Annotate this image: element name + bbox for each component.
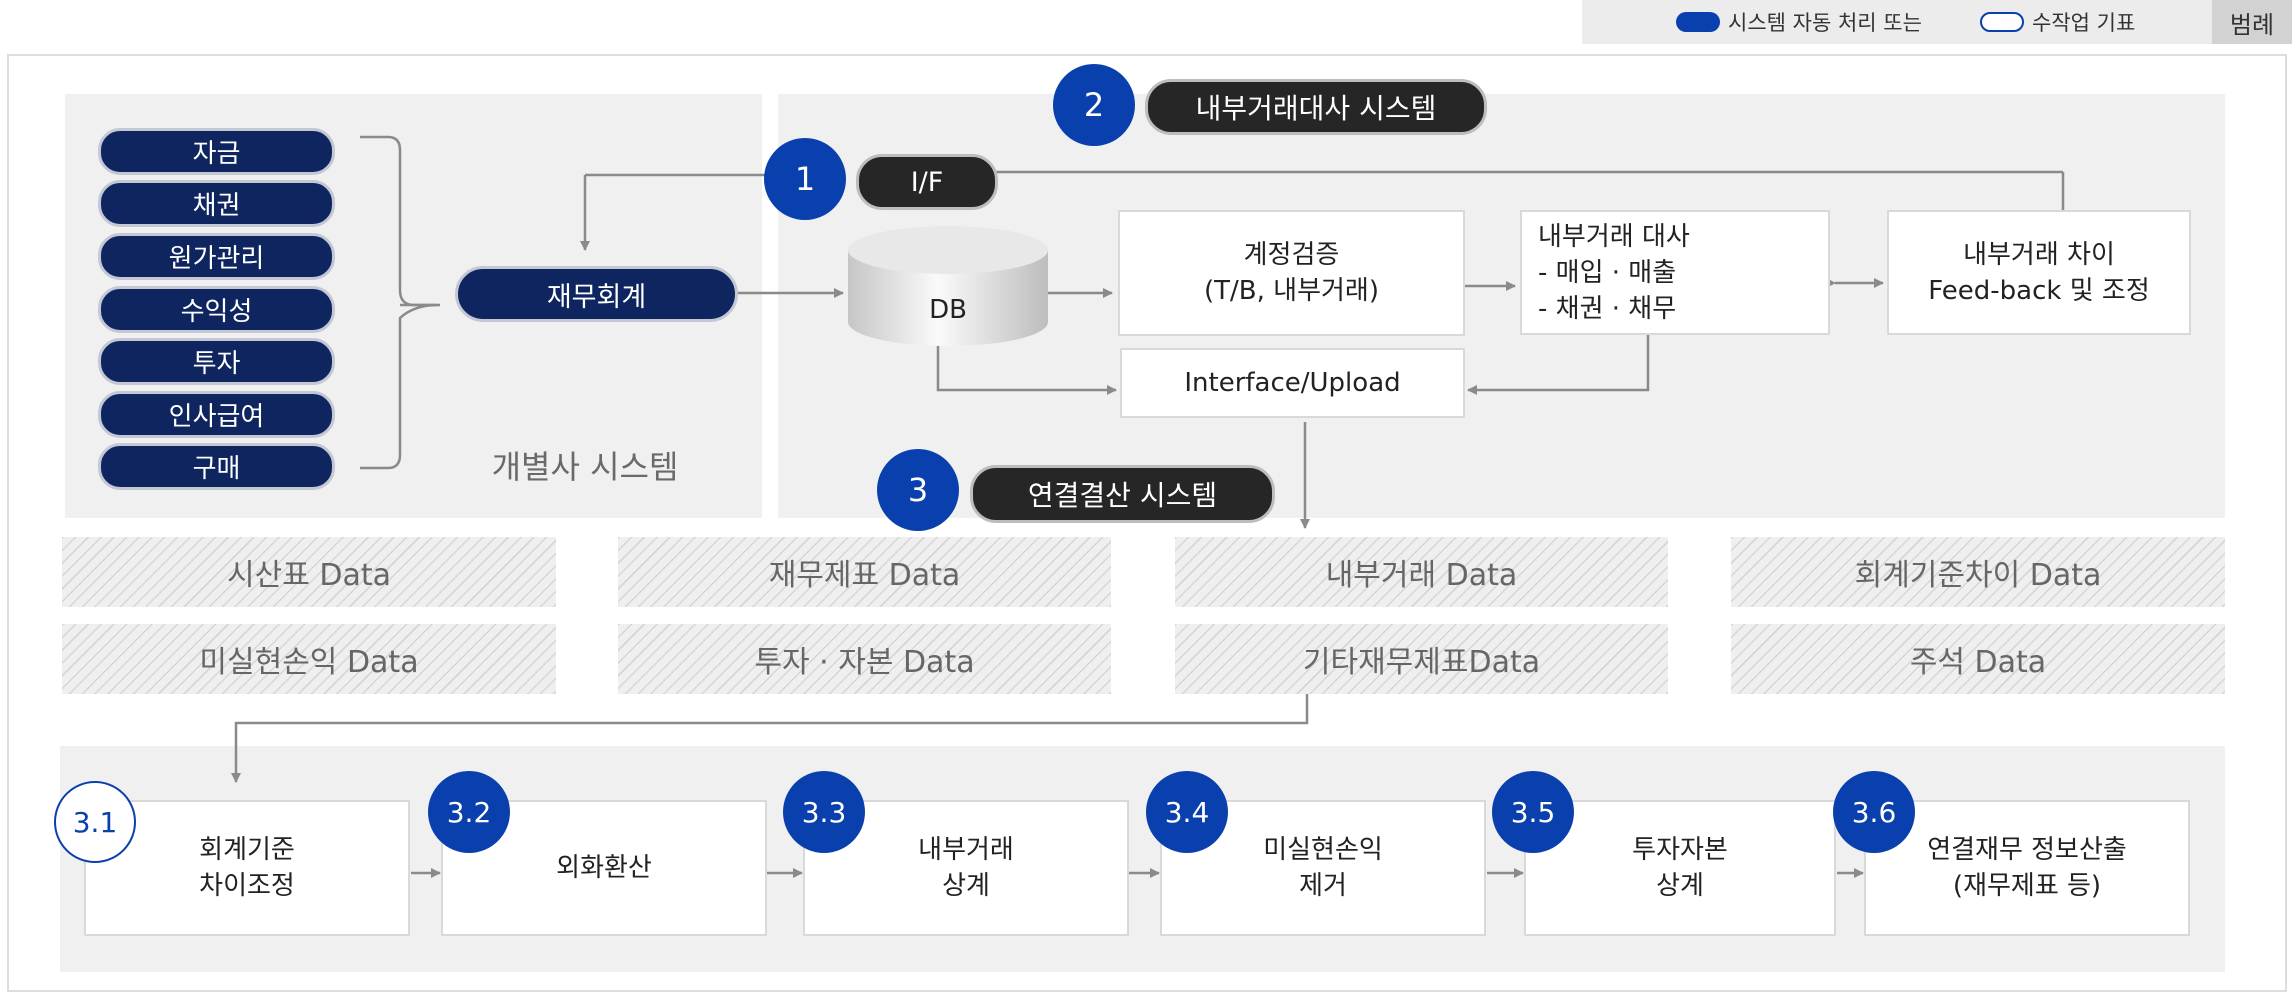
step-3-6-badge: 3.6 — [1833, 771, 1915, 853]
subsidiary-item-receivables: 채권 — [98, 180, 335, 227]
financial-accounting-node: 재무회계 — [455, 266, 738, 322]
subsidiary-item-payroll: 인사급여 — [98, 391, 335, 438]
step-2-badge: 2 — [1053, 64, 1135, 146]
step-3-5-badge: 3.5 — [1492, 771, 1574, 853]
account-verification-box: 계정검증 (T/B, 내부거래) — [1118, 210, 1465, 336]
data-source-financial-statements: 재무제표 Data — [618, 537, 1111, 607]
step-3-5-box: 투자자본 상계 — [1524, 800, 1836, 936]
step-3-4-badge: 3.4 — [1146, 771, 1228, 853]
data-source-intercompany: 내부거래 Data — [1175, 537, 1668, 607]
step-1-badge: 1 — [764, 138, 846, 220]
intercompany-reconcile-box: 내부거래 대사 - 매입 · 매출 - 채권 · 채무 — [1520, 210, 1830, 335]
step-3-4-box: 미실현손익 제거 — [1160, 800, 1486, 936]
step-3-6-box: 연결재무 정보산출 (재무제표 등) — [1864, 800, 2190, 936]
if-label: I/F — [856, 154, 998, 210]
step-3-3-badge: 3.3 — [783, 771, 865, 853]
legend-title: 범례 — [2212, 0, 2292, 44]
data-source-other-statements: 기타재무제표Data — [1175, 624, 1668, 694]
consolidation-system-title: 연결결산 시스템 — [970, 465, 1275, 523]
intercompany-system-title: 내부거래대사 시스템 — [1145, 79, 1487, 135]
subsidiary-item-investment: 투자 — [98, 338, 335, 385]
subsidiary-item-purchasing: 구매 — [98, 443, 335, 490]
database-label: DB — [929, 295, 967, 325]
data-source-gaap-difference: 회계기준차이 Data — [1731, 537, 2225, 607]
legend-auto-label: 시스템 자동 처리 또는 — [1728, 11, 1922, 35]
data-source-investment-equity: 투자 · 자본 Data — [618, 624, 1111, 694]
diagram-frame — [7, 54, 2287, 992]
data-source-unrealized-profit: 미실현손익 Data — [62, 624, 556, 694]
legend-auto-swatch — [1676, 12, 1720, 32]
step-3-1-badge: 3.1 — [54, 781, 136, 863]
subsidiary-system-label: 개별사 시스템 — [491, 448, 679, 486]
legend-manual-swatch — [1980, 12, 2024, 32]
intercompany-difference-box: 내부거래 차이 Feed-back 및 조정 — [1887, 210, 2191, 335]
step-3-2-badge: 3.2 — [428, 771, 510, 853]
subsidiary-item-profitability: 수익성 — [98, 286, 335, 333]
step-3-badge: 3 — [877, 449, 959, 531]
step-3-1-box: 회계기준 차이조정 — [84, 800, 410, 936]
data-source-trial-balance: 시산표 Data — [62, 537, 556, 607]
subsidiary-item-funds: 자금 — [98, 128, 335, 175]
interface-upload-box: Interface/Upload — [1120, 348, 1465, 418]
data-source-notes: 주석 Data — [1731, 624, 2225, 694]
subsidiary-item-cost-management: 원가관리 — [98, 233, 335, 280]
legend-manual-label: 수작업 기표 — [2032, 11, 2136, 35]
